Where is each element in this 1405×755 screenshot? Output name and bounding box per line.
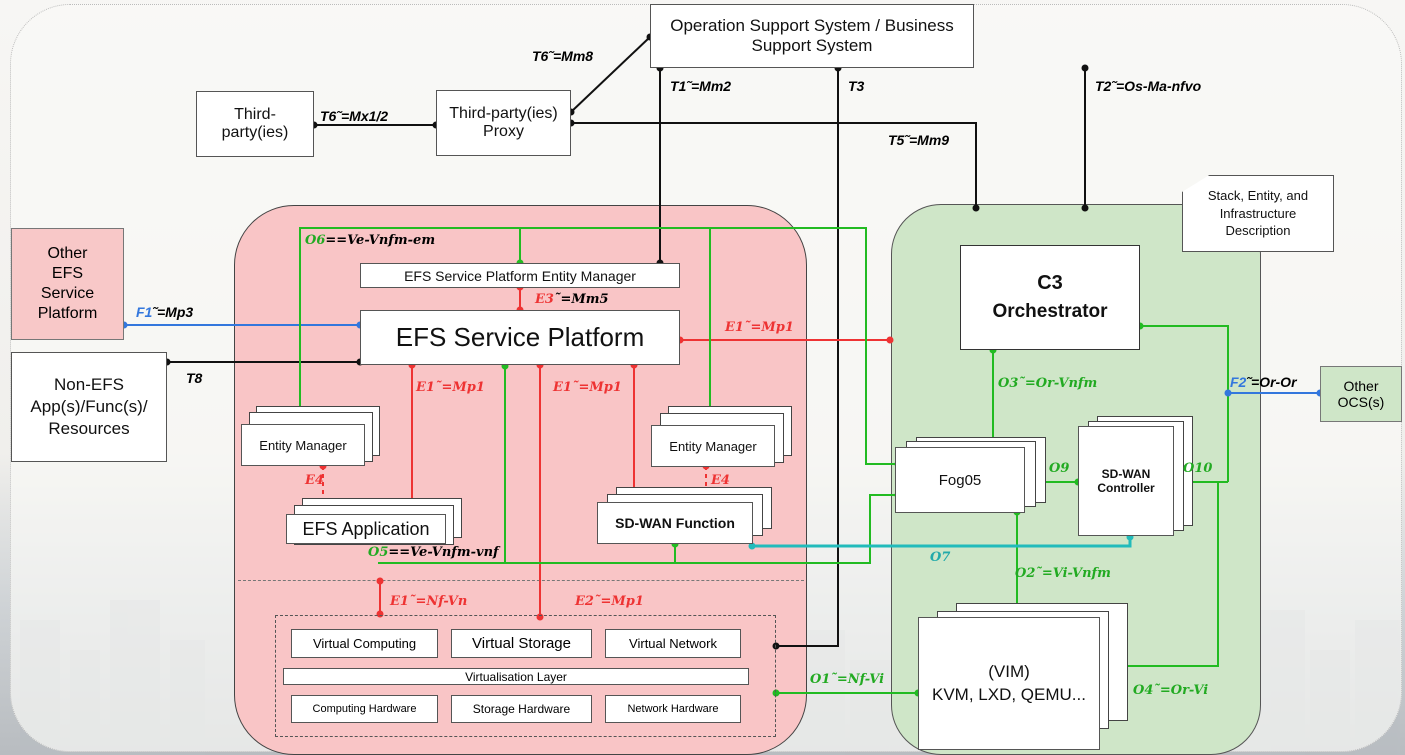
label-o9: O9 [1049, 461, 1070, 476]
entity-manager-right-box: Entity Manager [651, 425, 775, 467]
third-party-proxy-label: Third-party(ies) Proxy [449, 105, 558, 140]
vim-box: (VIM) KVM, LXD, QEMU... [918, 617, 1100, 750]
label-o4: O4˜=Or-Vi [1133, 683, 1209, 698]
label-e1-left: E1˜=Mp1 [416, 380, 485, 395]
virtualisation-layer-label: Virtualisation Layer [465, 669, 567, 684]
c3-orchestrator-box: C3 Orchestrator [960, 245, 1140, 350]
non-efs-box: Non-EFS App(s)/Func(s)/ Resources [11, 352, 167, 462]
label-o6: O6==Ve-Vnfm-em [305, 233, 435, 248]
storage-hardware-box: Storage Hardware [451, 695, 592, 723]
label-f2-suffix: ˜=Or-Or [1246, 374, 1297, 390]
third-party-label: Third- party(ies) [221, 106, 289, 141]
sdwan-function-label: SD-WAN Function [615, 515, 735, 531]
stack-description-label: Stack, Entity, and Infrastructure Descri… [1207, 188, 1309, 239]
virtual-computing-label: Virtual Computing [312, 636, 417, 651]
oss-bss-box: Operation Support System / Business Supp… [650, 4, 974, 68]
fog05-box: Fog05 [895, 447, 1025, 513]
label-f1: F1˜=Mp3 [136, 304, 193, 320]
label-f2-prefix: F2 [1230, 374, 1247, 390]
label-o2: O2˜=Vi-Vnfm [1015, 566, 1111, 581]
sepm-box: EFS Service Platform Entity Manager [360, 263, 680, 288]
entity-manager-left-box: Entity Manager [241, 424, 365, 466]
virtual-computing-box: Virtual Computing [291, 629, 438, 658]
third-party-proxy-box: Third-party(ies) Proxy [436, 90, 571, 156]
label-t6-mm8: T6˜=Mm8 [532, 48, 594, 64]
label-t8: T8 [186, 370, 203, 386]
other-ocs-box: Other OCS(s) [1320, 366, 1402, 422]
non-efs-label: Non-EFS App(s)/Func(s)/ Resources [30, 374, 148, 439]
virtual-network-label: Virtual Network [629, 636, 717, 651]
sepm-label: EFS Service Platform Entity Manager [404, 267, 636, 284]
sdwan-controller-label: SD-WAN Controller [1097, 467, 1155, 495]
label-f1-suffix: ˜=Mp3 [152, 304, 194, 320]
label-e1-nf: E1˜=Nf-Vn [390, 594, 468, 609]
virtual-storage-label: Virtual Storage [472, 635, 571, 652]
efs-application-label: EFS Application [302, 518, 430, 539]
label-o3: O3˜=Or-Vnfm [998, 376, 1098, 391]
other-efs-label: Other EFS Service Platform [37, 245, 98, 322]
entity-manager-right-label: Entity Manager [669, 438, 757, 454]
fog05-label: Fog05 [938, 471, 982, 489]
label-o10: O10 [1183, 461, 1213, 476]
computing-hardware-box: Computing Hardware [291, 695, 438, 723]
label-o1: O1˜=Nf-Vi [810, 672, 885, 687]
label-e3-prefix: E3 [535, 292, 554, 307]
efs-service-platform-label: EFS Service Platform [395, 322, 645, 352]
third-party-box: Third- party(ies) [196, 91, 314, 157]
label-e4-right: E4 [711, 473, 730, 488]
efs-service-platform-box: EFS Service Platform [360, 310, 680, 365]
label-o5-prefix: O5 [368, 545, 389, 560]
virtual-storage-box: Virtual Storage [451, 629, 592, 658]
stack-description-note: Stack, Entity, and Infrastructure Descri… [1182, 175, 1334, 252]
virtual-network-box: Virtual Network [605, 629, 741, 658]
sdwan-function-box: SD-WAN Function [597, 502, 753, 544]
nfvi-container [275, 615, 776, 737]
label-t1-mm2: T1˜=Mm2 [670, 78, 732, 94]
other-ocs-label: Other OCS(s) [1337, 378, 1385, 410]
label-o6-prefix: O6 [305, 233, 326, 248]
label-o7: O7 [930, 550, 951, 565]
other-efs-service-platform-box: Other EFS Service Platform [11, 228, 124, 340]
region-divider [238, 580, 804, 581]
label-e4-left: E4 [305, 473, 324, 488]
storage-hardware-label: Storage Hardware [472, 702, 571, 716]
orchestrator-label: Orchestrator [992, 301, 1108, 322]
oss-bss-label: Operation Support System / Business Supp… [670, 16, 954, 55]
label-e1-mid: E1˜=Mp1 [553, 380, 622, 395]
label-f1-prefix: F1 [136, 304, 153, 320]
label-e1-top: E1˜=Mp1 [725, 320, 794, 335]
network-hardware-box: Network Hardware [605, 695, 741, 723]
entity-manager-left-label: Entity Manager [259, 437, 347, 453]
computing-hardware-label: Computing Hardware [312, 703, 417, 715]
label-o5-suffix: ==Ve-Vnfm-vnf [388, 545, 499, 560]
label-t2: T2˜=Os-Ma-nfvo [1095, 78, 1202, 94]
label-t3: T3 [848, 78, 865, 94]
sdwan-controller-box: SD-WAN Controller [1078, 426, 1174, 536]
efs-application-box: EFS Application [286, 514, 446, 544]
label-o6-suffix: ==Ve-Vnfm-em [325, 233, 436, 248]
virtualisation-layer-box: Virtualisation Layer [283, 668, 749, 685]
network-hardware-label: Network Hardware [627, 703, 719, 715]
label-e3: E3˜=Mm5 [535, 292, 609, 307]
label-o5: O5==Ve-Vnfm-vnf [368, 545, 499, 560]
label-t5: T5˜=Mm9 [888, 132, 950, 148]
label-e2: E2˜=Mp1 [575, 594, 644, 609]
label-f2: F2˜=Or-Or [1230, 374, 1297, 390]
label-t6-mx: T6˜=Mx1/2 [320, 108, 389, 124]
label-e3-suffix: ˜=Mm5 [553, 292, 609, 307]
vim-label: (VIM) KVM, LXD, QEMU... [932, 662, 1086, 704]
c3-label: C3 [1037, 272, 1063, 294]
